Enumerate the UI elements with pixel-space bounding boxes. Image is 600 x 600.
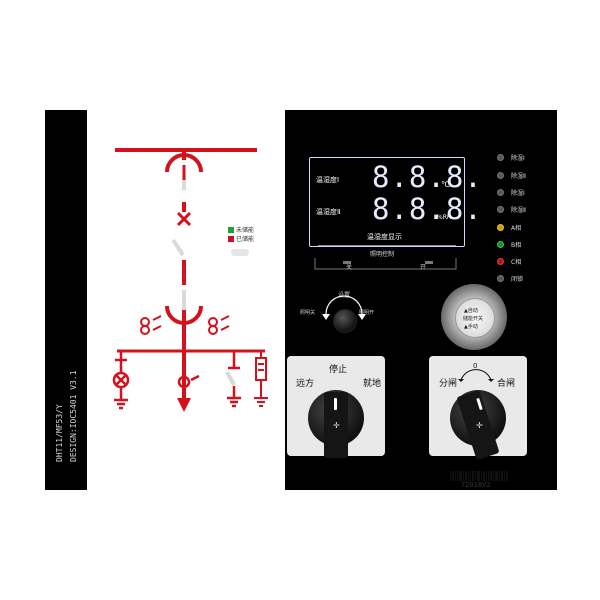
switch-remote-label: 远方 [296, 379, 315, 389]
led-icon [497, 240, 504, 248]
display-row1-label: 温湿度Ⅰ [316, 176, 340, 184]
screw-icon: ✛ [476, 421, 483, 430]
temp-humidity-display [309, 157, 465, 247]
display-row2-value: 8.8.8. [372, 192, 483, 226]
single-line-diagram [112, 148, 268, 412]
led-icon [497, 153, 504, 161]
lighting-knob[interactable] [333, 309, 357, 333]
switch-open-label: 分闸 [439, 379, 458, 389]
knob-off-label: 照明关 [300, 310, 316, 316]
charge-button[interactable] [455, 298, 495, 338]
upper-contact [165, 153, 203, 173]
screw-icon: ✛ [333, 421, 340, 430]
knob-rotation-arrows-icon [322, 295, 366, 320]
legend-item-uncharged: 未储能 [228, 225, 254, 234]
indicator-dehumid-4: 除湿Ⅱ [497, 204, 526, 214]
switch-zero-label: 0 [473, 362, 478, 370]
model-label-1: DHT11/MF53/Y [55, 404, 64, 462]
open-switch [171, 238, 185, 257]
legend: 未储能 已储能 [228, 225, 254, 243]
legend-item-charged: 已储能 [228, 234, 254, 243]
legend-indicator [231, 249, 249, 256]
display-row1-value: 8.8.8. [372, 160, 483, 194]
barcode-text: 72018V2 [461, 481, 491, 489]
button-manual-label: ▲手动 [464, 324, 478, 330]
led-icon [497, 257, 504, 265]
ct-center [177, 375, 191, 389]
indicator-lockout: 闭锁 [497, 273, 523, 283]
led-icon [497, 274, 504, 282]
switch-arrows-icon [458, 369, 494, 382]
switch-close-label: 合闸 [497, 379, 516, 389]
indicator-phase-c: C相 [497, 256, 521, 266]
feeder-arrow [177, 398, 191, 412]
indicator-dehumid-1: 除湿Ⅰ [497, 152, 525, 162]
barcode [450, 471, 508, 481]
switch-local-label: 就地 [363, 379, 382, 389]
green-swatch [228, 226, 234, 233]
earth-switch-open [225, 371, 236, 386]
breaker-x [176, 211, 192, 227]
light-off-label: 关 [346, 264, 353, 271]
model-label-2: DESIGN:IOC5401 V3.1 [69, 370, 78, 462]
led-icon [497, 205, 504, 213]
lighting-title: 照明控制 [370, 251, 395, 258]
light-on-label: 开 [420, 264, 427, 271]
switch-left-pointer [334, 398, 337, 410]
indicator-dehumid-3: 除湿Ⅰ [497, 187, 525, 197]
led-icon [497, 188, 504, 196]
display-row2-label: 温湿度Ⅱ [316, 208, 341, 216]
knob-on-label: 照明开 [359, 310, 375, 316]
switch-stop-label: 停止 [329, 365, 348, 375]
display-title: 温湿度显示 [367, 233, 402, 241]
led-icon [497, 171, 504, 179]
lighting-bracket [314, 258, 457, 270]
led-icon [497, 223, 504, 231]
indicator-phase-a: A相 [497, 222, 521, 232]
ct-left-a [140, 317, 150, 327]
button-title-label: 储能开关 [463, 316, 484, 322]
unit-rh: %RH [437, 214, 452, 221]
button-auto-label: ▲自动 [464, 308, 478, 314]
red-swatch [228, 235, 234, 242]
panel-lower-strip [87, 460, 285, 490]
unit-celsius: ℃ [441, 180, 450, 189]
display-divider [318, 245, 456, 246]
indicator-dehumid-2: 除湿Ⅱ [497, 170, 526, 180]
indicator-phase-b: B相 [497, 239, 521, 249]
ct-right-a [208, 317, 218, 327]
